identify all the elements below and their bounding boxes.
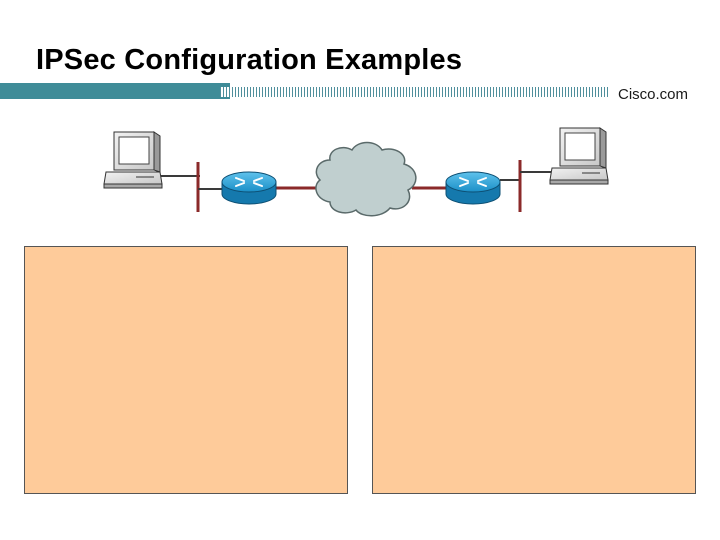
- header-bar: [0, 83, 720, 105]
- slide-title: IPSec Configuration Examples: [36, 44, 463, 76]
- config-panel-right: [372, 246, 696, 494]
- header-bar-stripes: [220, 87, 610, 97]
- header-bar-solid: [0, 83, 230, 99]
- router-icon: [445, 171, 501, 205]
- config-panel-left: [24, 246, 348, 494]
- workstation-icon: [103, 131, 163, 189]
- network-diagram: [103, 127, 609, 217]
- workstation-icon: [549, 127, 609, 185]
- internet-cloud-icon: [315, 141, 417, 217]
- router-icon: [221, 171, 277, 205]
- brand-label: Cisco.com: [618, 86, 689, 103]
